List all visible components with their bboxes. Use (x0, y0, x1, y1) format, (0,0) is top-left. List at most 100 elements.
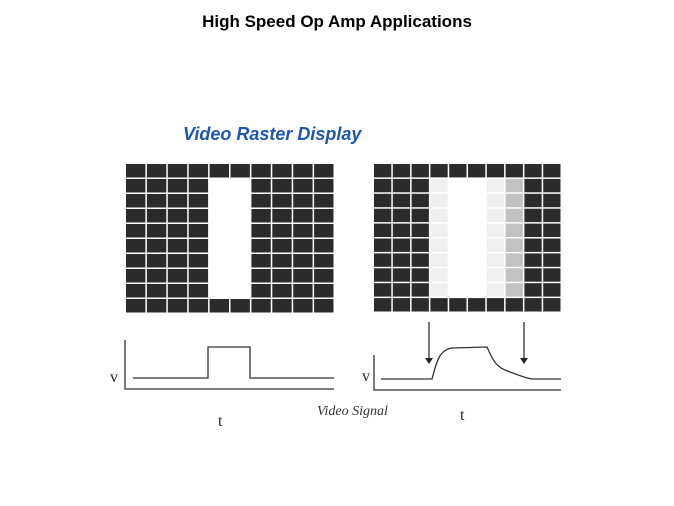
raster-pixel (251, 254, 271, 268)
raster-pixel (392, 268, 411, 282)
raster-pixel (449, 268, 467, 282)
raster-pixel (411, 268, 429, 282)
raster-pixel (449, 164, 467, 178)
raster-pixel (411, 208, 429, 223)
left-v-label: v (110, 369, 118, 386)
raster-pixel (505, 238, 523, 252)
raster-pixel (543, 298, 561, 312)
raster-pixel (167, 179, 188, 193)
raster-pixel (230, 284, 250, 298)
raster-pixel (374, 193, 392, 208)
raster-pixel (272, 179, 292, 193)
raster-pixel (374, 223, 392, 237)
raster-pixel (543, 178, 561, 193)
raster-pixel (272, 164, 292, 178)
raster-pixel (543, 253, 561, 267)
raster-pixel (188, 284, 209, 298)
raster-pixel (126, 254, 146, 268)
raster-pixel (374, 238, 392, 252)
raster-pixel (543, 268, 561, 282)
raster-pixel (146, 239, 167, 253)
raster-pixel (272, 209, 292, 223)
raster-pixel (293, 224, 313, 238)
raster-pixel (293, 269, 313, 283)
raster-pixel (272, 299, 292, 313)
raster-pixel (430, 238, 448, 252)
right-v-label: v (362, 368, 370, 385)
raster-pixel (449, 193, 467, 208)
raster-pixel (374, 253, 392, 267)
raster-pixel (209, 269, 229, 283)
raster-pixel (314, 224, 334, 238)
raster-pixel (293, 254, 313, 268)
raster-pixel (505, 178, 523, 193)
raster-pixel (505, 223, 523, 237)
raster-pixel (272, 239, 292, 253)
raster-pixel (251, 269, 271, 283)
raster-pixel (230, 179, 250, 193)
raster-pixel (468, 193, 486, 208)
raster-pixel (486, 238, 505, 252)
raster-pixel (524, 253, 542, 267)
raster-pixel (314, 179, 334, 193)
raster-pixel (430, 178, 448, 193)
raster-pixel (230, 239, 250, 253)
raster-pixel (543, 223, 561, 237)
raster-pixel (188, 299, 209, 313)
raster-pixel (430, 193, 448, 208)
raster-pixel (411, 178, 429, 193)
raster-pixel (209, 299, 229, 313)
raster-pixel (505, 193, 523, 208)
arrow-head-icon (425, 358, 433, 364)
raster-pixel (167, 194, 188, 208)
raster-pixel (272, 224, 292, 238)
raster-pixel (251, 164, 271, 178)
raster-pixel (146, 224, 167, 238)
raster-pixel (126, 299, 146, 313)
raster-pixel (167, 239, 188, 253)
raster-pixel (505, 298, 523, 312)
raster-pixel (167, 299, 188, 313)
raster-pixel (430, 283, 448, 297)
raster-pixel (230, 209, 250, 223)
raster-pixel (272, 284, 292, 298)
raster-pixel (543, 208, 561, 223)
raster-pixel (505, 268, 523, 282)
raster-pixel (486, 164, 505, 178)
raster-pixel (505, 164, 523, 178)
raster-pixel (392, 283, 411, 297)
raster-pixel (430, 298, 448, 312)
raster-pixel (468, 253, 486, 267)
raster-pixel (486, 298, 505, 312)
raster-pixel (468, 164, 486, 178)
raster-pixel (392, 208, 411, 223)
raster-pixel (430, 164, 448, 178)
raster-pixel (209, 209, 229, 223)
raster-pixel (167, 164, 188, 178)
raster-pixel (411, 253, 429, 267)
right-t-label: t (460, 407, 465, 424)
raster-pixel (146, 299, 167, 313)
raster-pixel (230, 269, 250, 283)
raster-pixel (486, 283, 505, 297)
raster-pixel (505, 208, 523, 223)
raster-pixel (293, 239, 313, 253)
ideal-pulse (133, 346, 334, 379)
raster-pixel (251, 194, 271, 208)
raster-pixel (209, 179, 229, 193)
raster-pixel (374, 178, 392, 193)
raster-pixel (293, 194, 313, 208)
raster-pixel (524, 238, 542, 252)
raster-pixel (188, 224, 209, 238)
raster-pixel (293, 284, 313, 298)
raster-pixel (167, 254, 188, 268)
raster-pixel (411, 298, 429, 312)
raster-pixel (146, 194, 167, 208)
raster-pixel (543, 164, 561, 178)
raster-pixel (524, 223, 542, 237)
raster-pixel (167, 209, 188, 223)
raster-pixel (430, 208, 448, 223)
raster-pixel (314, 299, 334, 313)
raster-pixel (314, 164, 334, 178)
raster-pixel (374, 298, 392, 312)
